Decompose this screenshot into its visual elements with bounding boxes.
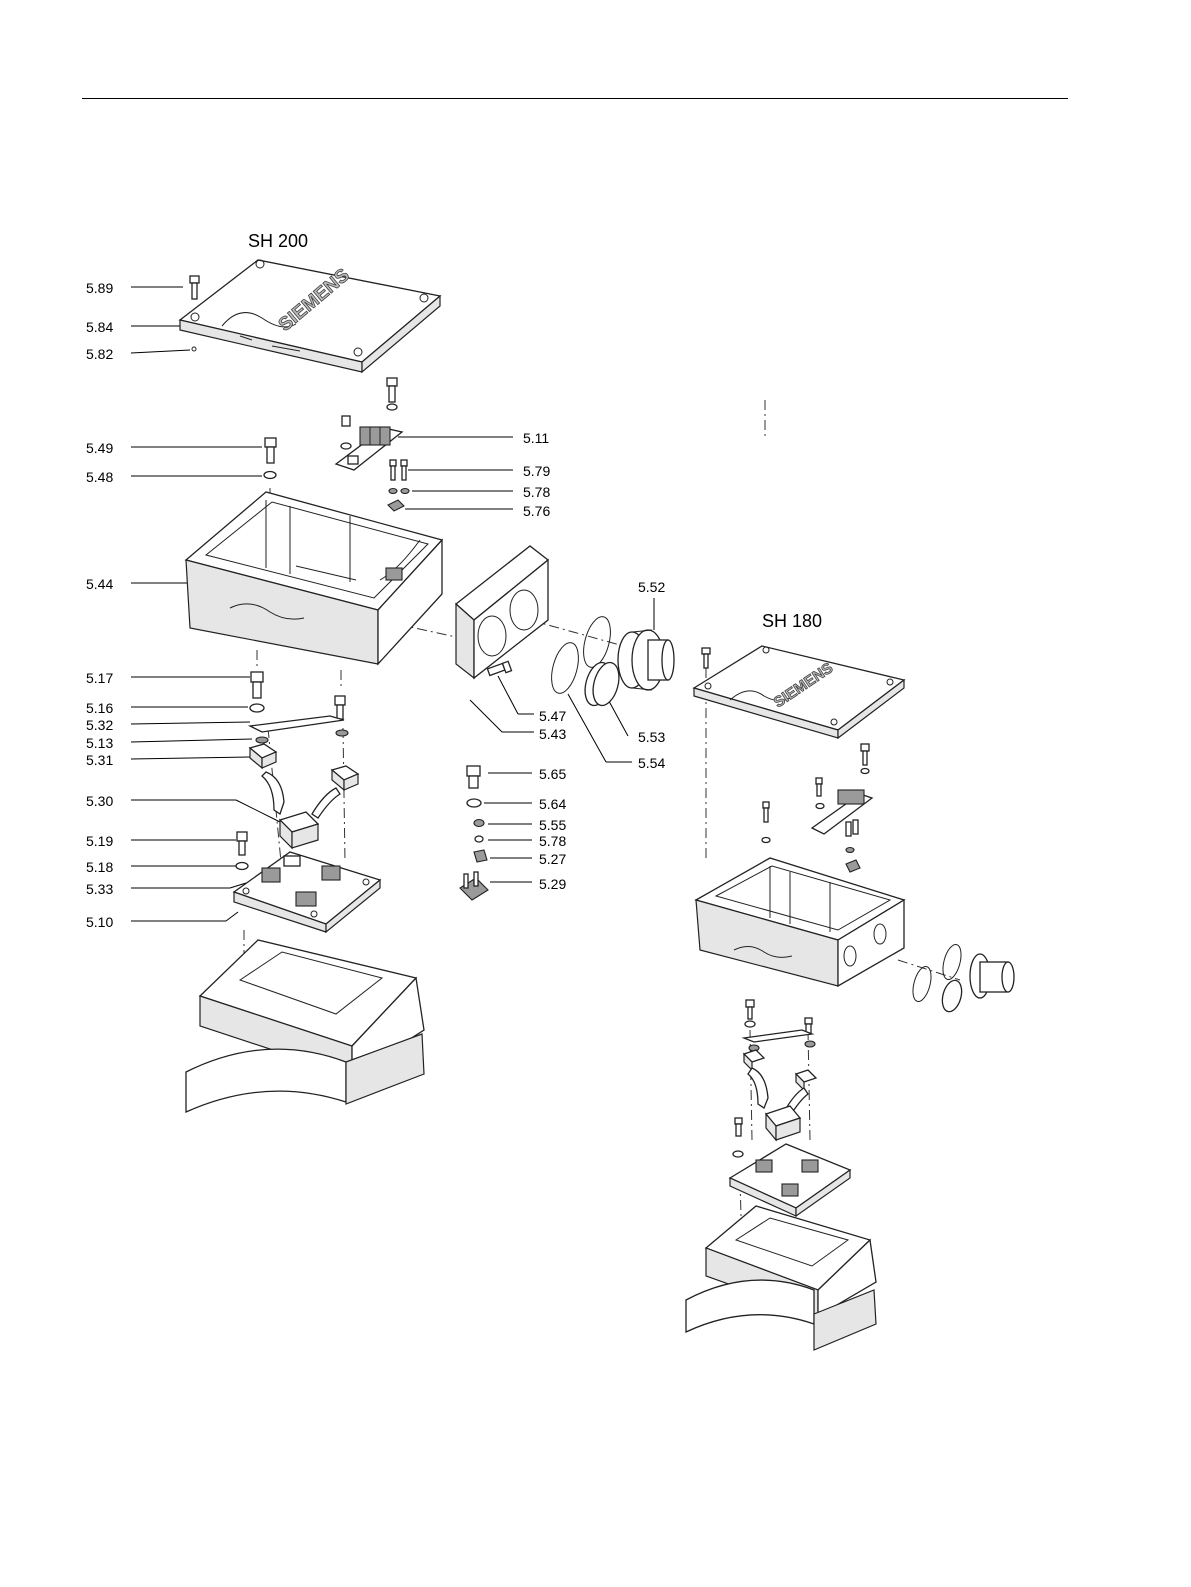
- sh200-cover: SIEMENS: [180, 260, 440, 372]
- bolt-5-49: [265, 438, 276, 463]
- bolt-5-17: [251, 672, 263, 698]
- washer-5-48: [264, 472, 276, 479]
- base-plate-5-10: [234, 852, 380, 932]
- washer-5-78-small: [475, 836, 483, 842]
- washer-5-13-right: [336, 730, 348, 736]
- screw-sh180-cover: [702, 648, 710, 668]
- sh200-housing-5-44: [186, 492, 442, 664]
- screws-5-79: [390, 460, 407, 480]
- motor-adapter-sh200: [186, 940, 424, 1112]
- plug-5-29: [460, 872, 488, 900]
- screw-5-89: [190, 276, 199, 299]
- sh180-lower-assembly: [730, 1000, 850, 1216]
- cable-gland-5-52: [618, 630, 674, 690]
- gland-plate-5-43: [456, 546, 548, 678]
- nut-5-53: [581, 660, 624, 709]
- bolt-5-19: [237, 832, 247, 855]
- washer-5-16: [250, 704, 264, 712]
- washer-5-55: [474, 820, 484, 827]
- washer-5-82: [192, 347, 196, 351]
- washers-5-78: [389, 489, 409, 494]
- o-ring-5-54: [547, 640, 584, 696]
- washer-5-64: [467, 799, 481, 807]
- sh180-cable-gland: [910, 943, 1014, 1014]
- sh180-cover: SIEMENS: [694, 646, 904, 738]
- link-5-30: [262, 772, 340, 848]
- o-ring-upper: [579, 614, 616, 670]
- bar-5-32: [250, 716, 344, 732]
- block-5-31-left: [250, 744, 276, 768]
- screw-5-65: [467, 766, 480, 788]
- washer-5-13-left: [256, 737, 268, 743]
- washer-5-18: [236, 863, 248, 870]
- clip-5-27: [474, 850, 487, 862]
- screw-upper: [387, 378, 397, 410]
- clip-5-76: [388, 500, 404, 511]
- bolt-right-upper: [335, 696, 345, 719]
- motor-adapter-sh180: [686, 1206, 876, 1350]
- sh180-terminal-parts: [762, 744, 872, 872]
- sh180-housing: [696, 858, 904, 986]
- block-5-31-right: [332, 766, 358, 790]
